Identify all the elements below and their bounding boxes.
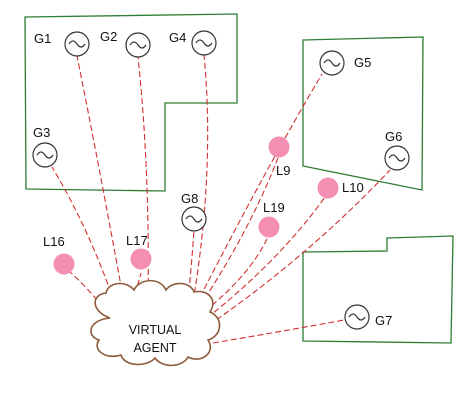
label-g7: G7 (375, 313, 392, 328)
label-l16: L16 (43, 234, 65, 249)
link-g6 (208, 169, 391, 326)
virtual-agent: VIRTUAL AGENT (90, 279, 221, 367)
label-g4: G4 (169, 30, 186, 45)
label-g6: G6 (385, 129, 402, 144)
load-l17 (130, 248, 152, 270)
agent-label-line2: AGENT (133, 341, 176, 355)
generator-g7 (344, 304, 370, 330)
link-g1 (76, 55, 126, 309)
generator-g2 (125, 32, 151, 58)
label-l10: L10 (342, 180, 364, 195)
label-g2: G2 (100, 29, 117, 44)
region-right-bottom (302, 235, 454, 344)
label-g5: G5 (354, 55, 371, 70)
node-labels: G1 G2 G4 G3 G5 G6 G8 G7 L16 L17 L9 L19 L… (33, 29, 402, 328)
region-left (24, 13, 238, 192)
link-g8 (187, 229, 195, 302)
link-g5 (195, 73, 323, 306)
load-l10 (317, 177, 339, 199)
link-l19 (204, 236, 269, 312)
load-l19 (258, 216, 280, 238)
link-g2 (137, 56, 149, 303)
label-l17: L17 (126, 233, 148, 248)
agent-label-line1: VIRTUAL (129, 323, 182, 337)
label-l19: L19 (263, 200, 285, 215)
label-g1: G1 (34, 31, 51, 46)
link-l10 (206, 196, 326, 319)
link-g7 (212, 319, 345, 344)
load-l9 (268, 136, 290, 158)
generator-g3 (32, 142, 58, 168)
generator-g8 (181, 206, 207, 232)
generator-g4 (191, 30, 217, 56)
agent-cloud (90, 279, 221, 367)
loads (53, 136, 339, 275)
region-right-top (302, 36, 424, 191)
generator-g6 (384, 145, 410, 171)
generator-g5 (319, 50, 345, 76)
link-l9 (199, 157, 279, 307)
generators (32, 30, 410, 330)
link-g4 (192, 54, 209, 303)
label-g3: G3 (33, 125, 50, 140)
regions (24, 13, 454, 344)
label-g8: G8 (181, 191, 198, 206)
load-l16 (53, 253, 75, 275)
generator-g1 (64, 31, 90, 57)
label-l9: L9 (276, 163, 290, 178)
